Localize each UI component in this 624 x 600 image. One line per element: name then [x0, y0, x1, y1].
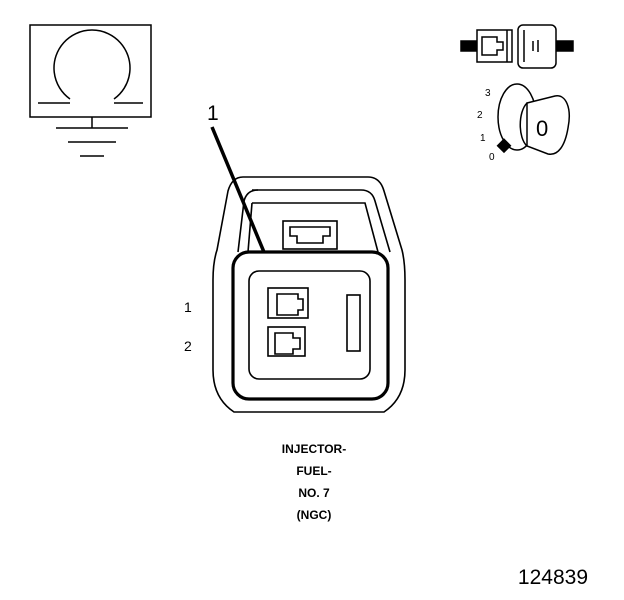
ground-symbol-icon — [29, 24, 152, 157]
connector-caption: INJECTOR- FUEL- NO. 7 (NGC) — [214, 438, 414, 526]
caption-line-4: (NGC) — [296, 508, 332, 522]
connector-pair-icon — [460, 24, 574, 69]
ignition-position-0: 0 — [489, 152, 495, 163]
ignition-key-label: 0 — [536, 116, 549, 141]
ignition-position-2: 2 — [477, 110, 483, 121]
figure-number: 124839 — [517, 566, 588, 589]
caption-line-2: FUEL- — [296, 464, 332, 478]
callout-number: 1 — [207, 102, 219, 125]
ignition-position-1: 1 — [480, 133, 486, 144]
injector-connector-body — [212, 176, 406, 413]
caption-line-1: INJECTOR- — [281, 442, 347, 456]
pin-label-2: 2 — [184, 338, 192, 354]
pin-label-1: 1 — [184, 299, 192, 315]
caption-line-3: NO. 7 — [298, 486, 330, 500]
ignition-key-icon — [496, 83, 570, 155]
ignition-position-3: 3 — [485, 88, 491, 99]
